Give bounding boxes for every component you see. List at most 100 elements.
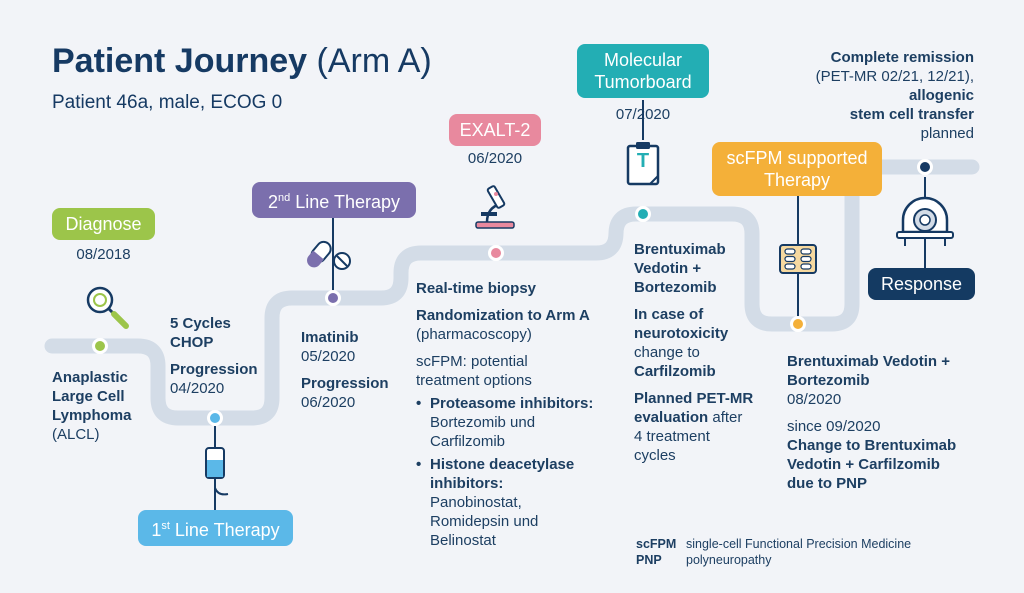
iv-drip-icon <box>205 440 229 496</box>
dot-tumorboard <box>635 206 651 222</box>
diagnose-abbr: (ALCL) <box>52 426 100 443</box>
tumorboard-pet-line1: Planned PET-MR <box>634 390 754 407</box>
badge-tumorboard-line2: Tumorboard <box>594 72 692 92</box>
exalt-randomization: Randomization to Arm A <box>416 307 590 324</box>
legend-key-pnp: PNP <box>636 553 662 567</box>
tumorboard-drug-line1: Brentuximab <box>634 241 726 258</box>
second-line-drug-date: 05/2020 <box>301 348 356 365</box>
badge-first-line-rest: Line Therapy <box>169 520 280 540</box>
scfpm-drug-date: 08/2020 <box>787 391 842 408</box>
text-second-line: Imatinib 05/2020 Progression 06/2020 <box>301 328 389 412</box>
badge-first-line: 1st Line Therapy <box>138 510 293 546</box>
tumorboard-pet-line2: evaluation after <box>634 408 774 427</box>
dot-response <box>917 159 933 175</box>
response-line2: (PET-MR 02/21, 12/21), <box>815 68 974 85</box>
dot-exalt <box>488 245 504 261</box>
exalt-option-2-line2: Romidepsin und <box>430 513 539 530</box>
exalt-option-2-title2: inhibitors: <box>430 475 504 492</box>
exalt-scfpm-line2: treatment options <box>416 372 532 389</box>
dot-second-line <box>325 290 341 306</box>
dot-diagnose <box>92 338 108 354</box>
legend-value-pnp: polyneuropathy <box>686 553 772 567</box>
tumorboard-drug-line3: Bortezomib <box>634 279 717 296</box>
badge-scfpm-therapy: scFPM supported Therapy <box>712 142 882 196</box>
exalt-option-2-title1: Histone deacetylase <box>430 456 575 473</box>
text-exalt: Real-time biopsy Randomization to Arm A … <box>416 279 621 550</box>
first-line-chop: CHOP <box>170 334 214 351</box>
date-exalt: 06/2020 <box>467 150 523 167</box>
scfpm-drug-line2: Bortezomib <box>787 372 870 389</box>
scfpm-change-line1: Change to Brentuximab <box>787 437 957 454</box>
title-main: Patient Journey <box>52 42 308 80</box>
text-response: Complete remission (PET-MR 02/21, 12/21)… <box>760 48 974 143</box>
legend-row-scfpm: scFPM single-cell Functional Precision Me… <box>636 536 911 552</box>
tumorboard-drug-line2: Vedotin + <box>634 260 702 277</box>
tumorboard-pet-line2-bold: evaluation <box>634 409 709 426</box>
second-line-progression-date: 06/2020 <box>301 394 356 411</box>
page-title: Patient Journey (Arm A) <box>52 42 432 81</box>
badge-response: Response <box>868 268 975 300</box>
exalt-option-hdac: Histone deacetylase inhibitors: Panobino… <box>416 455 621 550</box>
tumorboard-neuro-line2: neurotoxicity <box>634 325 729 342</box>
exalt-pharmacoscopy: (pharmacoscopy) <box>416 326 532 343</box>
date-diagnose: 08/2018 <box>76 246 131 263</box>
badge-second-line-rest: Line Therapy <box>290 192 400 212</box>
scfpm-since: since 09/2020 <box>787 418 881 435</box>
exalt-scfpm-line1: scFPM: potential <box>416 353 528 370</box>
badge-second-line-number: 2 <box>267 192 278 212</box>
badge-scfpm-line2: Therapy <box>763 170 831 190</box>
response-line3: allogenic <box>908 87 974 104</box>
scfpm-change-line2: Vedotin + Carfilzomib <box>787 456 940 473</box>
second-line-progression: Progression <box>301 375 389 392</box>
first-line-progression: Progression <box>170 361 258 378</box>
exalt-option-1-line2: Carfilzomib <box>430 433 506 450</box>
exalt-option-2-line1: Panobinostat, <box>430 494 522 511</box>
badge-diagnose: Diagnose <box>52 208 155 240</box>
tumorboard-neuro-line3: change to <box>634 344 700 361</box>
diagnose-line-1: Anaplastic <box>52 369 128 386</box>
badge-scfpm-line1: scFPM supported <box>726 148 868 168</box>
magnifier-icon <box>86 286 129 329</box>
clipboard-letter: T <box>636 150 650 172</box>
dot-first-line <box>207 410 223 426</box>
page-subtitle: Patient 46a, male, ECOG 0 <box>52 92 283 113</box>
legend-row-pnp: PNP polyneuropathy <box>636 552 911 568</box>
tumorboard-neuro-line1: In case of <box>634 306 704 323</box>
first-line-progression-date: 04/2020 <box>170 380 225 397</box>
pills-icon <box>307 240 351 270</box>
tumorboard-pet-line4: cycles <box>634 447 676 464</box>
tumorboard-neuro-line4: Carfilzomib <box>634 363 716 380</box>
response-line4: stem cell transfer <box>849 106 974 123</box>
badge-second-line: 2nd Line Therapy <box>252 182 416 218</box>
title-arm: (Arm A) <box>316 42 432 80</box>
diagnose-line-2: Large Cell <box>52 388 125 405</box>
badge-first-line-number: 1 <box>151 520 162 540</box>
exalt-options-list: Proteasome inhibitors: Bortezomib und Ca… <box>416 394 621 550</box>
response-line5: planned <box>920 125 974 142</box>
abbreviation-legend: scFPM single-cell Functional Precision Me… <box>636 536 911 568</box>
legend-key-scfpm: scFPM <box>636 537 677 551</box>
badge-tumorboard-line1: Molecular <box>603 50 683 70</box>
exalt-biopsy: Real-time biopsy <box>416 280 537 297</box>
diagnose-line-3: Lymphoma <box>52 407 132 424</box>
text-first-line: 5 Cycles CHOP Progression 04/2020 <box>170 314 258 398</box>
second-line-drug: Imatinib <box>301 329 359 346</box>
tumorboard-pet-line2-rest: after <box>708 409 743 426</box>
badge-first-line-sup: st <box>161 520 170 532</box>
first-line-cycles: 5 Cycles <box>170 315 231 332</box>
dot-scfpm <box>790 316 806 332</box>
exalt-option-2-line3: Belinostat <box>430 532 496 549</box>
exalt-option-proteasome: Proteasome inhibitors: Bortezomib und Ca… <box>416 394 621 451</box>
tumorboard-pet-line3: 4 treatment <box>634 428 710 445</box>
pet-scanner-icon <box>896 196 954 246</box>
microscope-icon <box>475 185 515 229</box>
pill-blister-icon <box>779 244 817 274</box>
text-scfpm-therapy: Brentuximab Vedotin + Bortezomib 08/2020… <box>787 352 987 493</box>
legend-value-scfpm: single-cell Functional Precision Medicin… <box>686 537 912 551</box>
badge-second-line-sup: nd <box>278 192 291 204</box>
badge-exalt: EXALT-2 <box>449 114 541 146</box>
text-diagnose: Anaplastic Large Cell Lymphoma (ALCL) <box>52 368 131 444</box>
date-tumorboard: 07/2020 <box>615 106 671 123</box>
